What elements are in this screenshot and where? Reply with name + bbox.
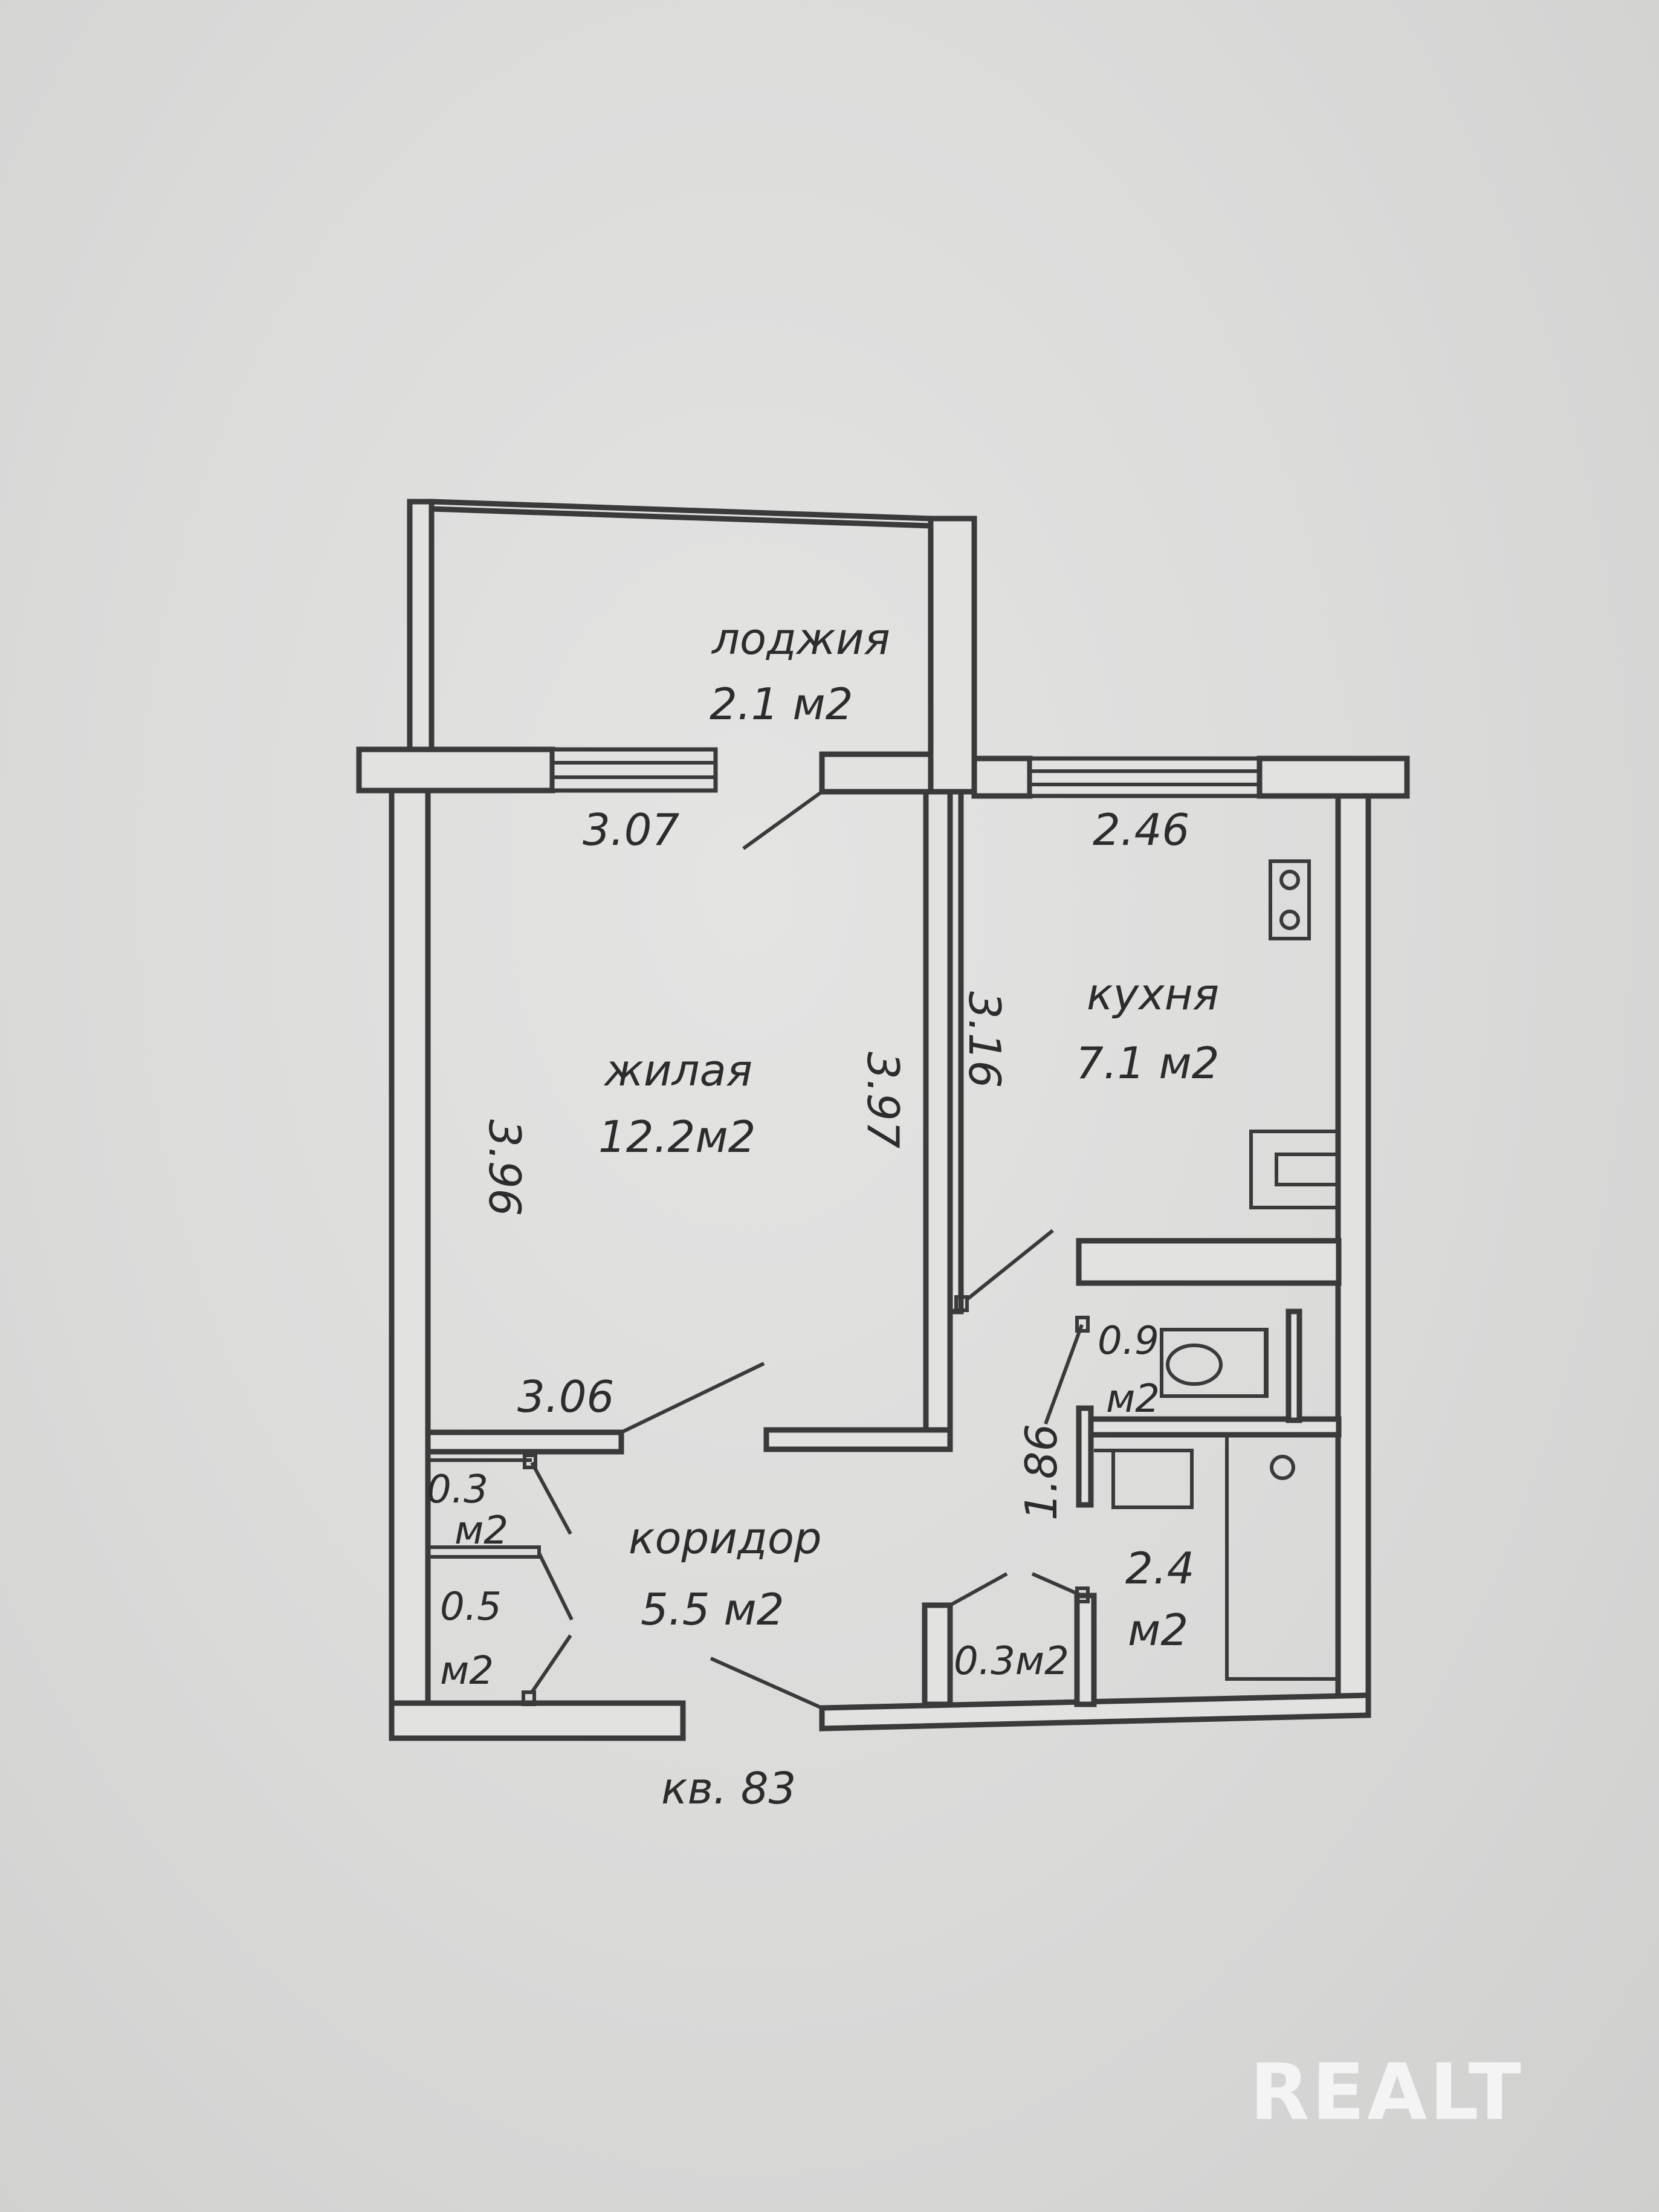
realt-watermark-logo: REALT [1250,2048,1524,2138]
living-left-dimension: 3.96 [479,1119,530,1216]
living-bottom-wall-left [425,1429,624,1455]
wc-left-stub [1076,1405,1094,1508]
labels: лоджия 2.1 м2 3.07 2.46 жилая 12.2м2 3.9… [427,613,1524,2138]
bottom-wall-left [389,1700,686,1741]
niche-area: 0.3м2 [954,1639,1069,1684]
living-window [550,747,718,793]
loggia-name: лоджия [711,613,890,664]
kitchen-window [1027,756,1262,798]
left-exterior-wall [389,787,431,1741]
corridor-name: коридор [629,1513,822,1564]
walls [356,499,1410,1741]
corridor-area: 5.5 м2 [641,1584,784,1635]
fixtures [1094,859,1340,1681]
bottom-wall-right [819,1692,1371,1732]
kitchen-name: кухня [1087,969,1219,1020]
closet-bottom-area-number: 0.5 [440,1585,502,1629]
living-area: 12.2м2 [598,1111,755,1162]
bath-area-unit: м2 [1128,1605,1188,1655]
living-bottom-wall-right [763,1427,953,1452]
kitchen-top-wall-left [971,755,1033,799]
kitchen-left-dimension: 3.16 [959,991,1010,1088]
kitchen-top-wall-right [1256,755,1410,799]
loggia-right-wall [928,516,977,795]
closet-top-area-number: 0.3 [427,1467,488,1512]
kitchen-area: 7.1 м2 [1076,1038,1220,1088]
loggia-top-parapet [428,499,934,529]
niche-left-wall [922,1602,953,1707]
living-name: жилая [603,1045,752,1096]
bath-left-dimension: 1.86 [1016,1424,1067,1521]
wc-area-unit: м2 [1106,1377,1160,1421]
closet-bottom-area-unit: м2 [440,1649,494,1693]
wc-right-wall [1285,1308,1302,1423]
living-kitchen-partition [923,789,953,1452]
apartment-number: кв. 83 [661,1763,796,1814]
wc-top-wall [1076,1238,1342,1286]
balcony-door-jamb [819,751,934,795]
living-right-dimension: 3.97 [858,1052,908,1149]
closet-top-area-unit: м2 [454,1509,508,1553]
living-top-dimension: 3.07 [583,804,680,855]
right-exterior-wall [1335,793,1371,1706]
bath-left-wall [1074,1593,1097,1707]
living-top-wall-left [356,746,555,794]
door-swings [530,790,1084,1710]
toilet-icon [1160,1328,1269,1398]
bath-area-number: 2.4 [1125,1543,1195,1594]
loggia-left-wall [407,499,435,754]
living-bottom-dimension: 3.06 [517,1371,614,1422]
wc-area-number: 0.9 [1098,1319,1159,1363]
kitchen-sink-icon [1249,1130,1340,1209]
kitchen-top-dimension: 2.46 [1093,804,1189,855]
washbasin-icon [1111,1449,1194,1509]
bathtub-icon [1225,1433,1340,1681]
stove-icon [1269,859,1311,940]
loggia-area: 2.1 м2 [710,679,853,729]
